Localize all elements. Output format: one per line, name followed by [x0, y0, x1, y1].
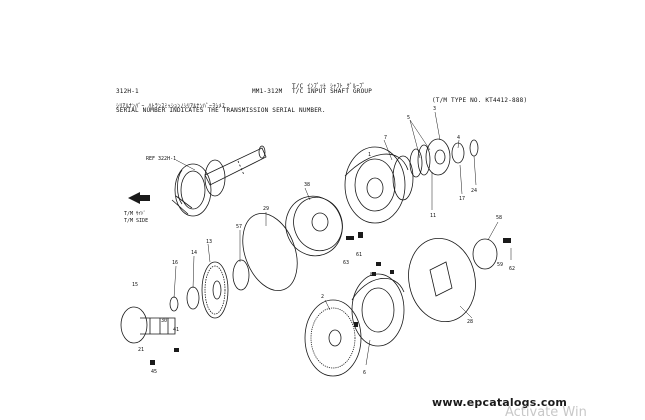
- tm-side-jp: T/M ｻｲﾄﾞ: [124, 210, 146, 217]
- part-number-label: 14: [191, 250, 197, 256]
- part-number-label: 21: [138, 347, 144, 353]
- part-number-label: 61: [356, 252, 362, 258]
- part-number-label: 45: [151, 369, 157, 375]
- page-code: 312H-1: [116, 88, 139, 95]
- part-number-label: 4: [457, 135, 460, 141]
- snap-ring: [186, 286, 200, 310]
- part-number-label: 28: [467, 319, 473, 325]
- part-number-label: 58: [496, 215, 502, 221]
- type-number: (T/M TYPE NO. KT4412-888): [432, 97, 528, 104]
- part-number-label: 17: [459, 196, 465, 202]
- website-link[interactable]: www.epcatalogs.com: [432, 396, 567, 409]
- part-number-label: 41: [173, 327, 179, 333]
- bolts: [150, 232, 511, 365]
- part-number-label: 5: [407, 115, 410, 121]
- part-number-label: 59: [497, 262, 503, 268]
- pump-ring-stack: [409, 138, 479, 178]
- model-code: MM1-312M: [252, 88, 283, 95]
- bearing: [232, 259, 250, 291]
- part-number-label: 30: [161, 318, 167, 324]
- part-number-label: 63: [343, 260, 349, 266]
- seal-ring: [242, 213, 298, 291]
- part-number-label: 24: [471, 188, 477, 194]
- part-number-label: 3: [433, 106, 436, 112]
- input-shaft-assembly: [171, 145, 267, 217]
- part-number-label: 7: [384, 135, 387, 141]
- turbine: [304, 299, 362, 377]
- activation-watermark: Activate Win: [505, 405, 587, 420]
- part-number-label: 2: [321, 294, 324, 300]
- part-number-label: 62: [509, 266, 515, 272]
- title-en: T/C INPUT SHAFT GROUP: [292, 88, 373, 95]
- note-en: SERIAL NUMBER INDICATES THE TRANSMISSION…: [116, 107, 326, 114]
- part-number-label: 8: [370, 272, 373, 278]
- part-number-label: 1: [368, 152, 371, 158]
- gear: [201, 261, 229, 319]
- part-number-label: 16: [172, 260, 178, 266]
- spacer-ring: [472, 238, 498, 270]
- part-number-label: 38: [304, 182, 310, 188]
- note-jp: ｼﾘｱﾙﾅﾝﾊﾞｰ ﾊﾄﾗﾝｽﾐｯｼｮﾝﾉｼﾘｱﾙﾅﾝﾊﾞｰｦｼﾒｽ: [116, 103, 226, 110]
- part-number-label: 15: [132, 282, 138, 288]
- tm-side-en: T/M SIDE: [124, 218, 148, 224]
- flex-plate: [408, 237, 476, 323]
- title-jp: T/C ｲﾝﾌﾟｯﾄ ｼｬﾌﾄ ｸﾞﾙｰﾌﾟ: [292, 83, 366, 90]
- output-yoke: [120, 306, 176, 344]
- part-number-label: 13: [206, 239, 212, 245]
- part-number-label: 57: [236, 224, 242, 230]
- part-number-label: 29: [263, 206, 269, 212]
- torque-converter-housing: [344, 146, 414, 224]
- tm-side-arrow: [128, 192, 150, 204]
- plate: [285, 195, 343, 257]
- part-number-label: 6: [363, 370, 366, 376]
- torque-converter-cover: [351, 273, 405, 347]
- ref-label: REF 322H-1: [146, 156, 176, 162]
- washer: [169, 296, 179, 312]
- part-number-label: 11: [430, 213, 436, 219]
